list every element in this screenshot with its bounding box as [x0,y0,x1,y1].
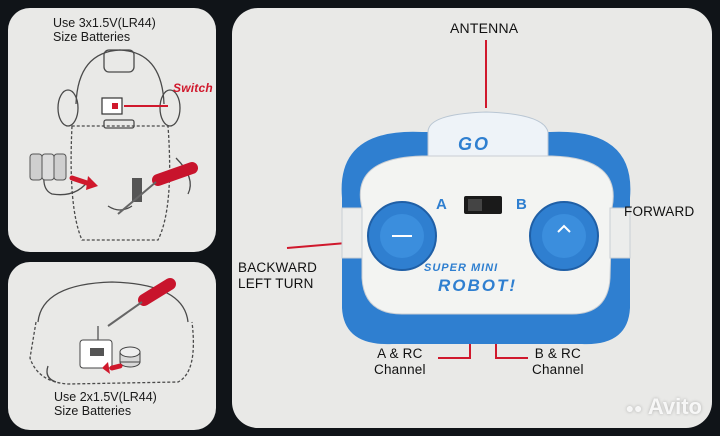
forward-joystick[interactable] [529,201,599,271]
watermark-dots-icon: ●● [625,400,643,417]
go-logo: GO [458,134,491,154]
backward-label: BACKWARD LEFT TURN [238,260,317,292]
screwdriver-icon [117,162,198,215]
battery-caption-top: Use 3x1.5V(LR44) Size Batteries [53,16,156,44]
b-rc-line1: B & RC [534,346,581,361]
switch-label: Switch [173,81,213,95]
battery-compartment-illustration [29,278,195,385]
antenna-label: ANTENNA [450,20,519,36]
robot-illustration [29,49,198,241]
battery-stack [29,153,67,181]
brand-line1: SUPER MINI [424,262,499,274]
backward-line2: LEFT TURN [238,276,314,291]
battery-caption-line2: Size Batteries [53,30,131,44]
avito-watermark: ●● Avito [626,394,702,420]
battery-caption-line1: Use 2x1.5V(LR44) [54,390,157,404]
b-rc-channel-label: B & RC Channel [532,346,584,378]
forward-label: FORWARD [624,204,695,219]
brand-line2: ROBOT! [438,276,518,295]
watermark-text: Avito [647,394,702,419]
a-rc-line2: Channel [374,362,426,377]
a-rc-line1: A & RC [377,346,423,361]
screwdriver-icon [107,278,176,327]
backward-joystick[interactable] [367,201,437,271]
coin-battery-icon [119,346,141,368]
remote-controller-panel: ANTENNA GO A B SUPER MINI ROBOT! FORWARD… [232,8,712,428]
channel-a-label: A [436,196,447,213]
b-rc-line2: Channel [532,362,584,377]
channel-b-label: B [516,196,527,213]
battery-caption-bottom: Use 2x1.5V(LR44) Size Batteries [54,390,157,418]
robot-battery-panel: Use 3x1.5V(LR44) Size Batteries [8,8,216,252]
a-rc-channel-label: A & RC Channel [374,346,426,378]
channel-switch[interactable] [464,196,502,214]
backward-line1: BACKWARD [238,260,318,275]
bottom-battery-panel: Use 2x1.5V(LR44) Size Batteries [8,262,216,430]
battery-caption-line2: Size Batteries [54,404,132,418]
battery-caption-line1: Use 3x1.5V(LR44) [53,16,156,30]
remote-controller [286,40,631,359]
